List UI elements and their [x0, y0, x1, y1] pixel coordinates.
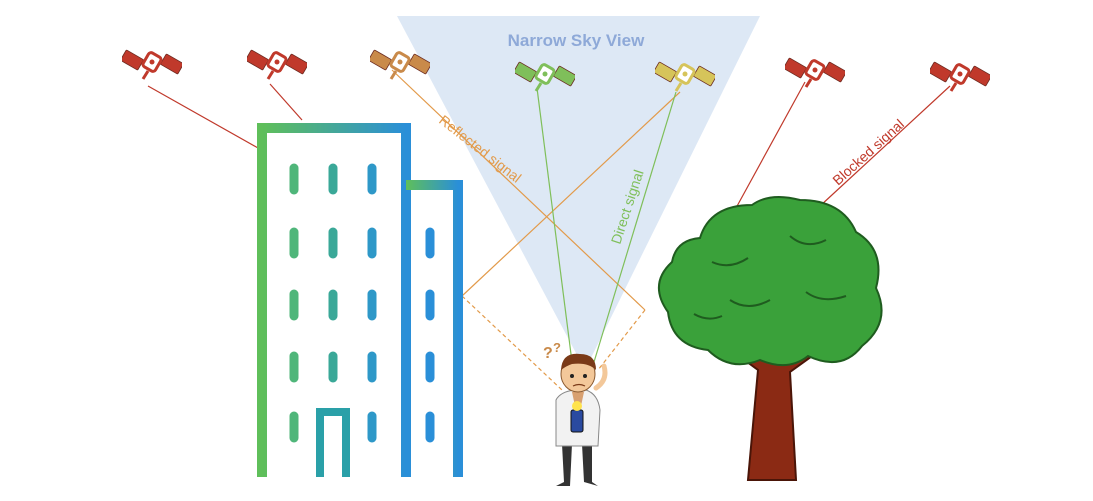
confusion-marks-2: ? — [553, 340, 561, 355]
confusion-marks: ? — [543, 345, 553, 362]
phone-icon — [570, 409, 584, 433]
blocked-signal-label: Blocked signal — [829, 116, 907, 188]
satellite-icon — [785, 56, 845, 89]
reflected-outgoing-dash — [461, 295, 563, 391]
diagram-title: Narrow Sky View — [508, 31, 645, 50]
direct-signal-line-2 — [593, 91, 677, 363]
satellite-icon — [247, 48, 307, 81]
blocked-signal-line-2 — [269, 83, 303, 121]
satellite-icon — [122, 48, 182, 81]
satellite-icon — [930, 60, 990, 93]
blocked-signal-line-3 — [735, 81, 806, 209]
building-icon — [233, 123, 485, 487]
person-icon: ? ? — [543, 340, 608, 486]
direct-signal-line-1 — [536, 87, 573, 363]
reflected-outgoing-dash-2 — [597, 309, 646, 371]
reflected-incoming-line — [391, 69, 646, 311]
sky-view-cone — [397, 16, 760, 370]
blocked-signal-line-4 — [819, 85, 951, 207]
reflected-incoming-line-2 — [461, 91, 681, 297]
blocked-signal-line-1 — [147, 85, 259, 149]
tree-icon — [658, 195, 883, 481]
